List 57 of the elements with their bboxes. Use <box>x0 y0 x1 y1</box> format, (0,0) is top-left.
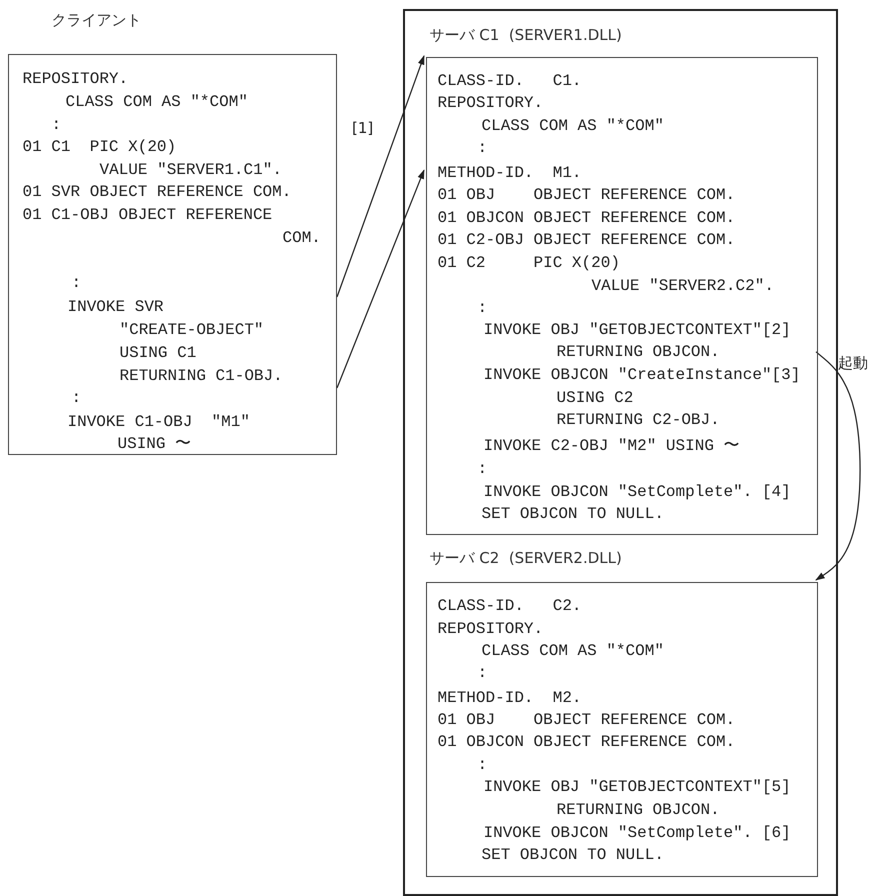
code-line: : <box>478 662 488 682</box>
code-line: INVOKE OBJCON "SetComplete". [6] <box>484 822 791 842</box>
code-line: 01 OBJCON OBJECT REFERENCE COM. <box>438 732 736 752</box>
code-line: 01 SVR OBJECT REFERENCE COM. <box>22 182 292 202</box>
code-line: SET OBJCON TO NULL. <box>482 504 664 524</box>
code-line: REPOSITORY. <box>438 92 544 112</box>
code-line: VALUE "SERVER2.C2". <box>592 276 774 296</box>
edge-label: 起動 <box>838 354 868 372</box>
code-line: CLASS COM AS "*COM" <box>482 116 664 136</box>
code-line: CLASS-ID. C2. <box>438 596 582 616</box>
code-line: CLASS COM AS "*COM" <box>482 640 664 660</box>
code-line: : <box>72 388 82 408</box>
code-line: RETURNING C2-OBJ. <box>556 410 720 430</box>
code-line: 01 OBJCON OBJECT REFERENCE COM. <box>438 208 736 228</box>
code-line: INVOKE C1-OBJ "M1" <box>68 412 250 432</box>
code-line: : <box>72 272 82 292</box>
arrow <box>336 55 425 298</box>
code-line: 01 OBJ OBJECT REFERENCE COM. <box>438 184 736 204</box>
code-line: : <box>478 138 488 158</box>
code-line: 01 OBJ OBJECT REFERENCE COM. <box>438 710 736 730</box>
code-line: CLASS COM AS "*COM" <box>66 92 248 112</box>
code-line: SET OBJCON TO NULL. <box>482 844 664 864</box>
code-line: 01 C1-OBJ OBJECT REFERENCE <box>22 204 272 224</box>
code-line: 01 C2-OBJ OBJECT REFERENCE COM. <box>438 230 736 250</box>
code-line: 01 C1 PIC X(20) <box>22 136 176 156</box>
code-line: INVOKE C2-OBJ "M2" USING 〜 <box>484 436 740 456</box>
arrow <box>336 169 425 388</box>
code-line: REPOSITORY. <box>438 618 544 638</box>
outer-frame <box>403 9 838 896</box>
code-line: USING C2 <box>556 388 634 408</box>
code-line: INVOKE OBJ "GETOBJECTCONTEXT"[5] <box>484 776 791 796</box>
code-line: RETURNING OBJCON. <box>556 342 720 362</box>
code-line: METHOD-ID. M1. <box>438 162 582 182</box>
code-line: "CREATE-OBJECT" <box>120 320 264 340</box>
panel-heading: サーバ C1 (SERVER1.DLL) <box>430 24 622 44</box>
code-line: INVOKE SVR <box>68 296 164 316</box>
code-line: INVOKE OBJCON "CreateInstance"[3] <box>484 364 800 384</box>
code-line: 01 C2 PIC X(20) <box>438 252 620 272</box>
panel-heading: クライアント <box>52 10 142 30</box>
code-line: USING C1 <box>120 342 196 362</box>
code-line: USING 〜 <box>118 434 192 454</box>
code-line: : <box>478 458 488 478</box>
code-line: COM. <box>282 228 321 248</box>
code-line: CLASS-ID. C1. <box>438 70 582 90</box>
code-line: METHOD-ID. M2. <box>438 688 582 708</box>
code-line: INVOKE OBJCON "SetComplete". [4] <box>484 482 791 502</box>
code-line: INVOKE OBJ "GETOBJECTCONTEXT"[2] <box>484 320 791 340</box>
arrow <box>815 351 861 581</box>
code-line: VALUE "SERVER1.C1". <box>100 160 282 180</box>
edge-label: [1] <box>352 119 374 137</box>
code-line: : <box>478 754 488 774</box>
code-line: RETURNING OBJCON. <box>556 800 720 820</box>
code-line: : <box>478 298 488 318</box>
code-line: RETURNING C1-OBJ. <box>120 366 283 386</box>
code-line: : <box>52 114 62 134</box>
code-line: REPOSITORY. <box>22 68 128 88</box>
panel-heading: サーバ C2 (SERVER2.DLL) <box>430 548 622 568</box>
